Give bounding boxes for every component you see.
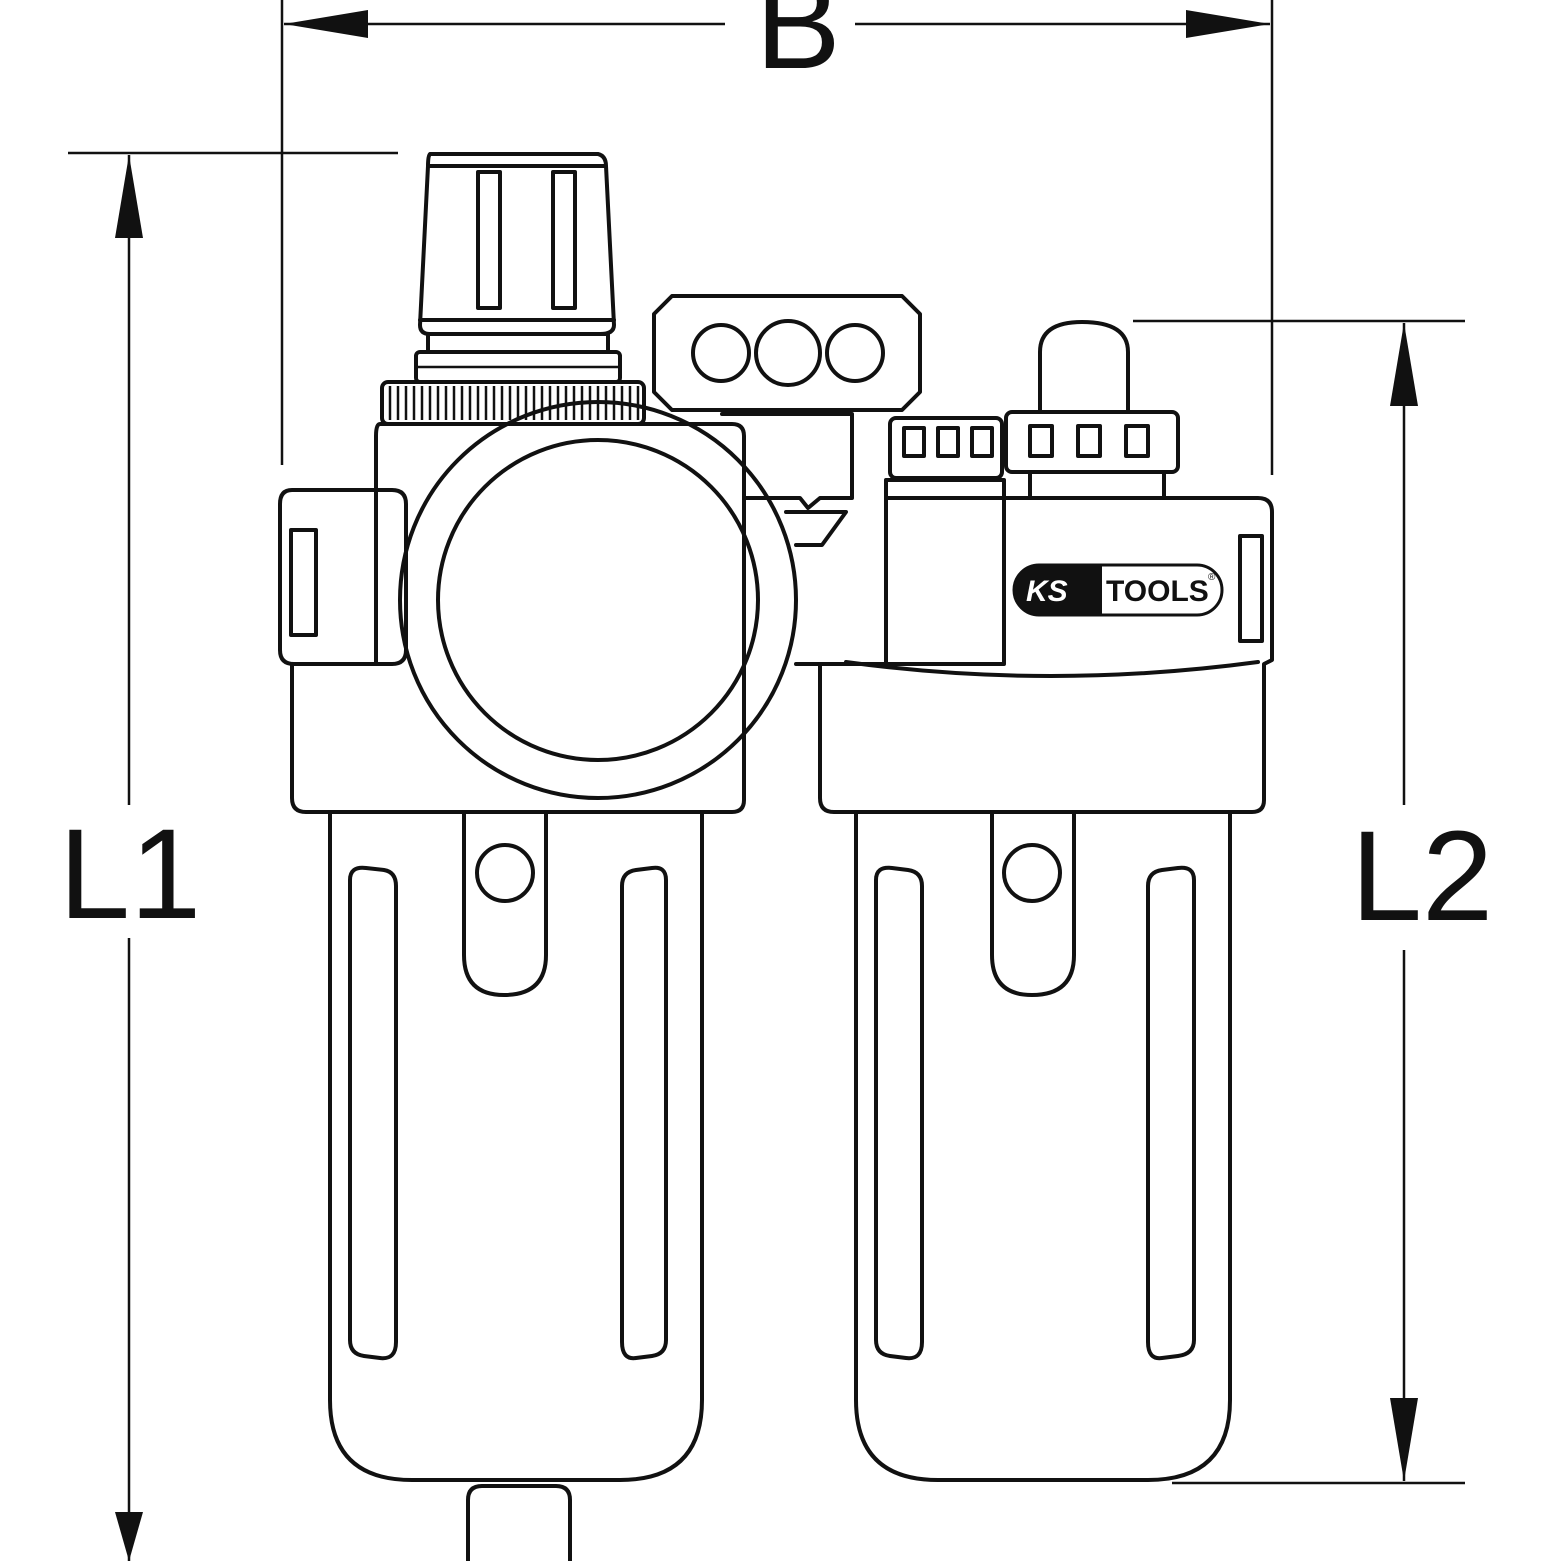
filter-regulator-body (278, 422, 746, 814)
drip-adjuster (888, 416, 1004, 480)
lubricator-body (818, 478, 1274, 814)
regulator-knob (418, 152, 616, 336)
arrow-down-icon (115, 1512, 143, 1561)
arrow-left-icon (284, 10, 368, 38)
filter-bowl (328, 810, 704, 1482)
dimension-l1: L1 (59, 151, 398, 1561)
dimension-b: B (280, 0, 1274, 475)
dimension-label-b: B (755, 0, 840, 96)
ks-tools-logo: KS TOOLS ® (1012, 563, 1224, 617)
dimension-label-l2: L2 (1351, 805, 1493, 948)
registered-mark: ® (1208, 572, 1216, 583)
logo-text-tools: TOOLS (1106, 575, 1209, 608)
logo-text-ks: KS (1026, 575, 1068, 608)
lubricator-bowl (854, 810, 1232, 1482)
arrow-down-icon (1390, 1398, 1418, 1481)
dimension-l2: L2 (1133, 319, 1493, 1485)
oil-fill-cap (1004, 320, 1180, 500)
threaded-collar (414, 332, 622, 384)
mounting-bracket (652, 294, 922, 412)
arrow-up-icon (1390, 323, 1418, 406)
arrow-up-icon (115, 155, 143, 238)
arrow-right-icon (1186, 10, 1270, 38)
drain-valve (466, 1484, 572, 1561)
pressure-gauge (398, 400, 798, 800)
dimension-label-l1: L1 (59, 803, 201, 946)
